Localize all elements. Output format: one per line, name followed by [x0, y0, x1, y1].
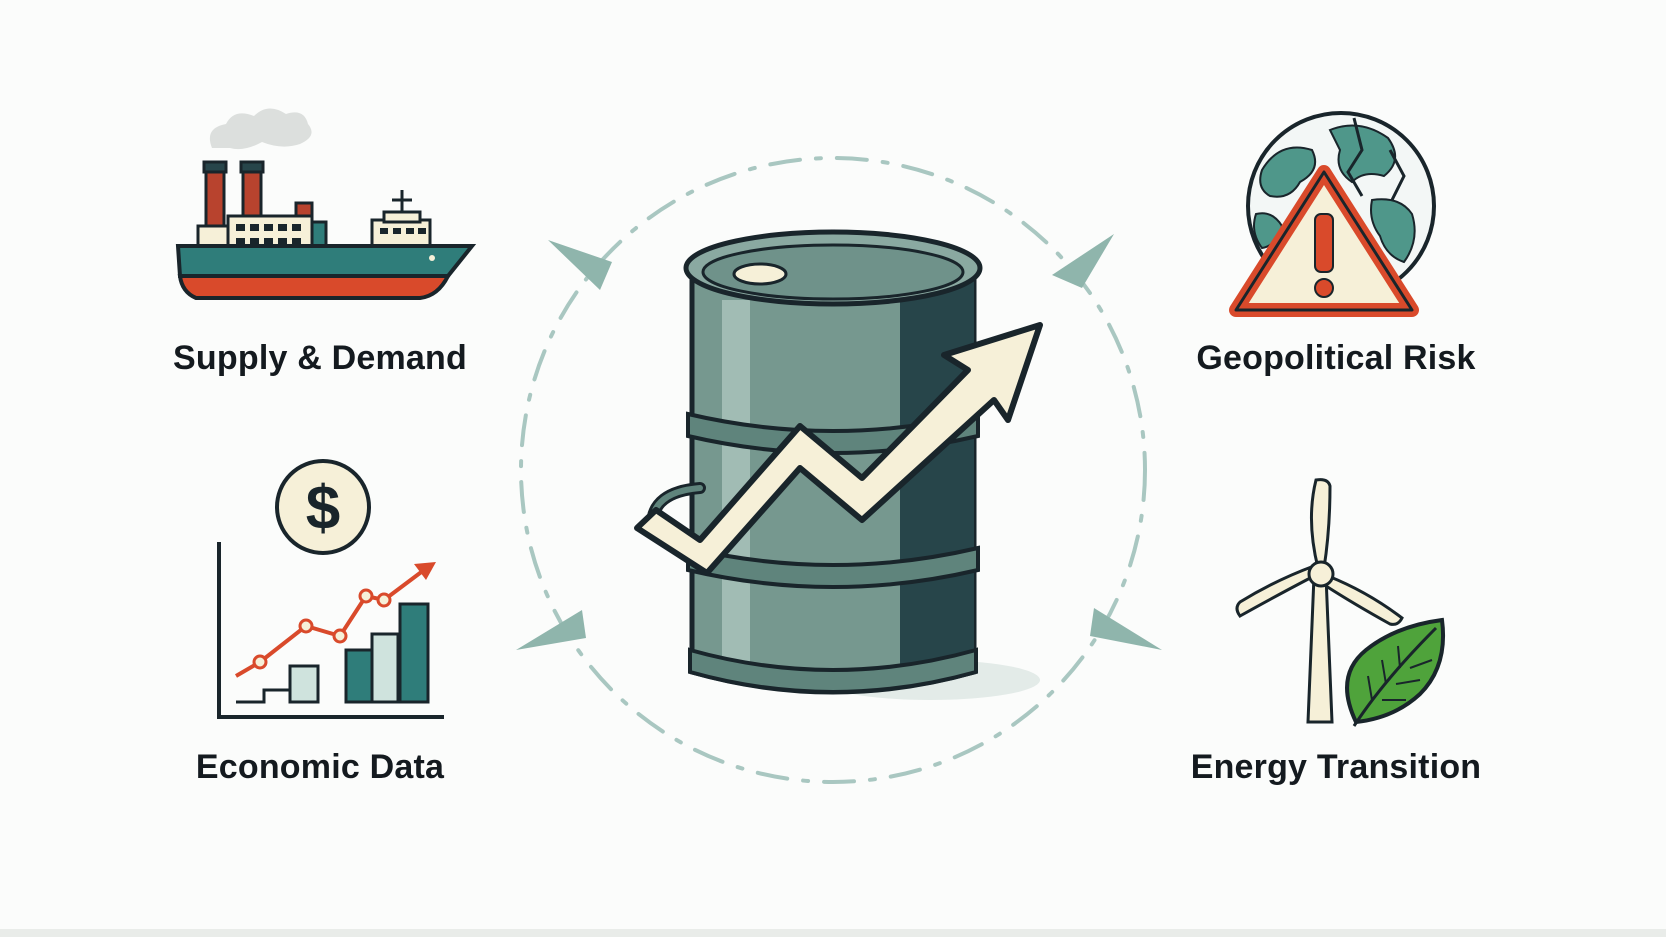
cycle-arrow-top-left	[548, 240, 612, 290]
economic-chart-icon: $	[217, 459, 444, 719]
svg-text:$: $	[306, 474, 340, 543]
dollar-coin-icon: $	[275, 459, 371, 555]
label-energy-transition: Energy Transition	[1190, 748, 1482, 786]
label-supply-demand: Supply & Demand	[173, 339, 467, 377]
bottom-band	[0, 929, 1666, 937]
globe-warning-icon	[1229, 111, 1436, 317]
cargo-ship-icon	[175, 108, 477, 300]
label-economic-data: Economic Data	[195, 748, 445, 786]
wind-turbine-leaf-icon	[1235, 478, 1446, 727]
cycle-arrow-top-right	[1052, 234, 1114, 288]
leaf-icon	[1345, 617, 1446, 727]
cycle-arrow-bottom-right	[1090, 608, 1162, 650]
oil-barrel-rising-arrow-icon	[634, 229, 1043, 700]
cycle-ring	[516, 156, 1162, 784]
cycle-arrow-bottom-left	[516, 610, 586, 650]
label-geopolitical-risk: Geopolitical Risk	[1196, 339, 1476, 377]
